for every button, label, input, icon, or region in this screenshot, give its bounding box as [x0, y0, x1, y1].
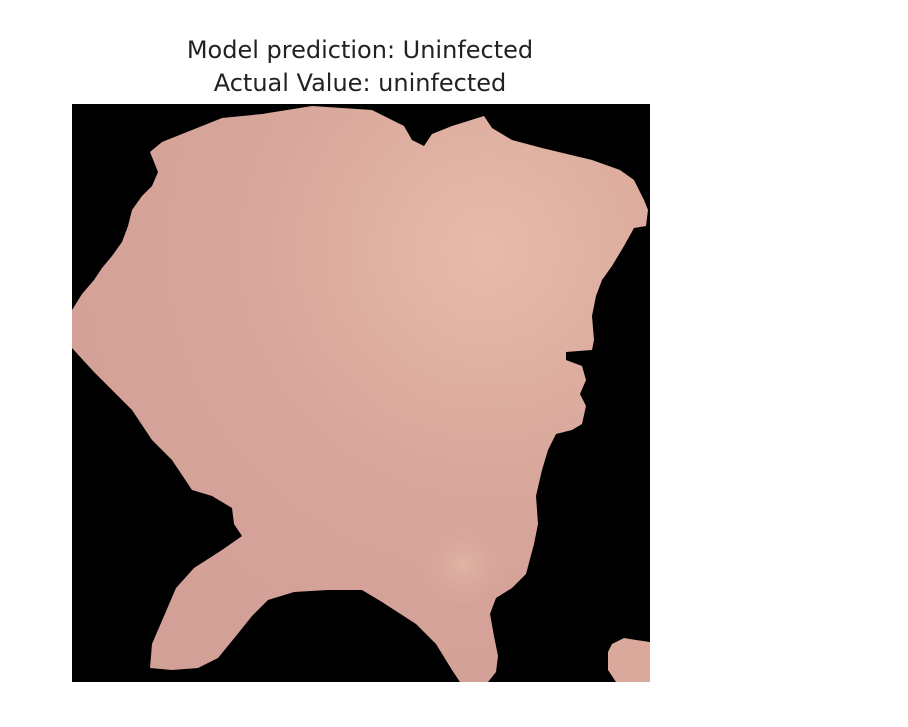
figure-title-line2: Actual Value: uninfected [213, 69, 507, 97]
figure-title-line1: Model prediction: Uninfected [186, 36, 534, 64]
cell-image-svg [72, 104, 650, 682]
cell-fragment [608, 638, 650, 682]
cell-image [72, 104, 650, 682]
cell-highlight [372, 464, 512, 604]
